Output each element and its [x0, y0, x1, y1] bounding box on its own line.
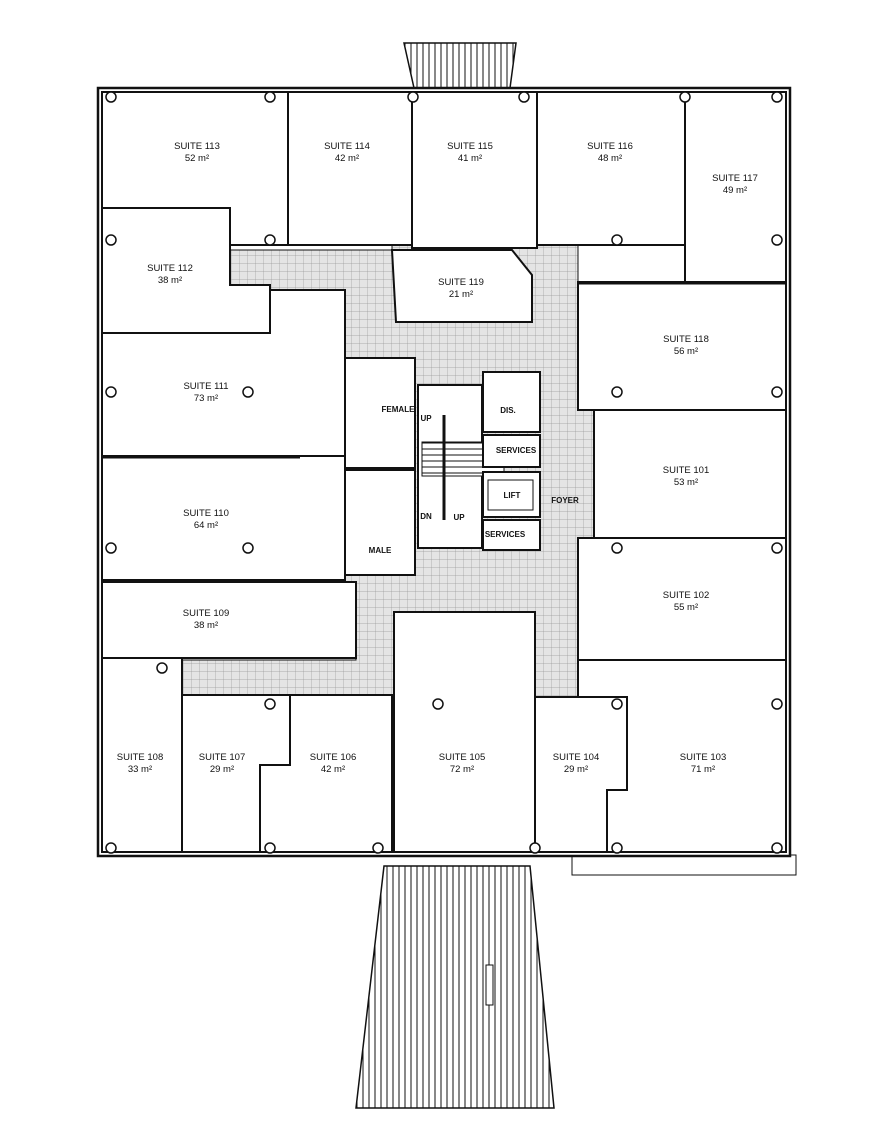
- suite-label: SUITE 119: [438, 277, 484, 288]
- suite-116[interactable]: [536, 91, 686, 246]
- structural-columns: [105, 91, 783, 854]
- suite-label: SUITE 110: [183, 508, 229, 519]
- services-room-1: [482, 434, 541, 468]
- suite-label: SUITE 114: [324, 141, 370, 152]
- female-label: FEMALE: [382, 405, 416, 414]
- suite-area: 49 m²: [723, 185, 747, 196]
- core-labels: FEMALE MALE UP DN UP DIS. SERVICES LIFT …: [369, 405, 579, 555]
- suite-103[interactable]: [577, 659, 787, 853]
- services-label: SERVICES: [485, 530, 526, 539]
- suite-label: SUITE 113: [174, 141, 220, 152]
- female-toilet: [344, 357, 416, 469]
- south-stair: [355, 865, 555, 1109]
- suite-area: 41 m²: [458, 153, 482, 164]
- suite-label: SUITE 117: [712, 173, 758, 184]
- suite-area: 38 m²: [158, 275, 182, 286]
- lift-label: LIFT: [504, 491, 521, 500]
- suite-label: SUITE 105: [439, 752, 485, 763]
- suite-area: 29 m²: [564, 764, 588, 775]
- stair-up-label: UP: [453, 513, 465, 522]
- suite-label: SUITE 109: [183, 608, 229, 619]
- dis-toilet-label: DIS.: [500, 406, 516, 415]
- suite-109[interactable]: [101, 581, 357, 659]
- disabled-toilet: [482, 371, 541, 433]
- suite-area: 29 m²: [210, 764, 234, 775]
- suite-label: SUITE 106: [310, 752, 356, 763]
- stair-down-label: DN: [420, 512, 432, 521]
- suite-area: 64 m²: [194, 520, 218, 531]
- suite-102[interactable]: [577, 537, 787, 661]
- suite-108[interactable]: [101, 657, 183, 853]
- suite-106[interactable]: [259, 694, 393, 853]
- suite-area: 72 m²: [450, 764, 474, 775]
- north-stair: [403, 42, 517, 89]
- suite-area: 42 m²: [335, 153, 359, 164]
- male-label: MALE: [369, 546, 392, 555]
- foyer-label: FOYER: [551, 496, 579, 505]
- suite-label: SUITE 108: [117, 752, 163, 763]
- suite-label: SUITE 112: [147, 263, 193, 274]
- suite-area: 33 m²: [128, 764, 152, 775]
- suite-area: 71 m²: [691, 764, 715, 775]
- suite-119[interactable]: [390, 249, 533, 323]
- suite-110[interactable]: [101, 455, 346, 581]
- male-toilet: [344, 469, 416, 576]
- suite-area: 52 m²: [185, 153, 209, 164]
- suite-label: SUITE 102: [663, 590, 709, 601]
- suite-area: 21 m²: [449, 289, 473, 300]
- balcony: [571, 854, 797, 876]
- suite-label: SUITE 104: [553, 752, 599, 763]
- services-room-2: [482, 519, 541, 551]
- suite-area: 55 m²: [674, 602, 698, 613]
- suite-label: SUITE 116: [587, 141, 633, 152]
- suite-label: SUITE 107: [199, 752, 245, 763]
- suite-area: 42 m²: [321, 764, 345, 775]
- suite-117[interactable]: [684, 91, 787, 283]
- suite-area: 73 m²: [194, 393, 218, 404]
- suite-area: 53 m²: [674, 477, 698, 488]
- suite-101[interactable]: [593, 409, 787, 539]
- suite-area: 38 m²: [194, 620, 218, 631]
- suite-area: 48 m²: [598, 153, 622, 164]
- suite-label: SUITE 111: [183, 381, 228, 392]
- suite-115[interactable]: [411, 91, 538, 249]
- suite-label: SUITE 118: [663, 334, 709, 345]
- services-label: SERVICES: [496, 446, 537, 455]
- suite-label: SUITE 103: [680, 752, 726, 763]
- suite-label: SUITE 115: [447, 141, 493, 152]
- suite-114[interactable]: [287, 91, 413, 246]
- suite-area: 56 m²: [674, 346, 698, 357]
- suite-105[interactable]: [393, 611, 536, 853]
- suite-label: SUITE 101: [663, 465, 709, 476]
- stair-up-label: UP: [420, 414, 432, 423]
